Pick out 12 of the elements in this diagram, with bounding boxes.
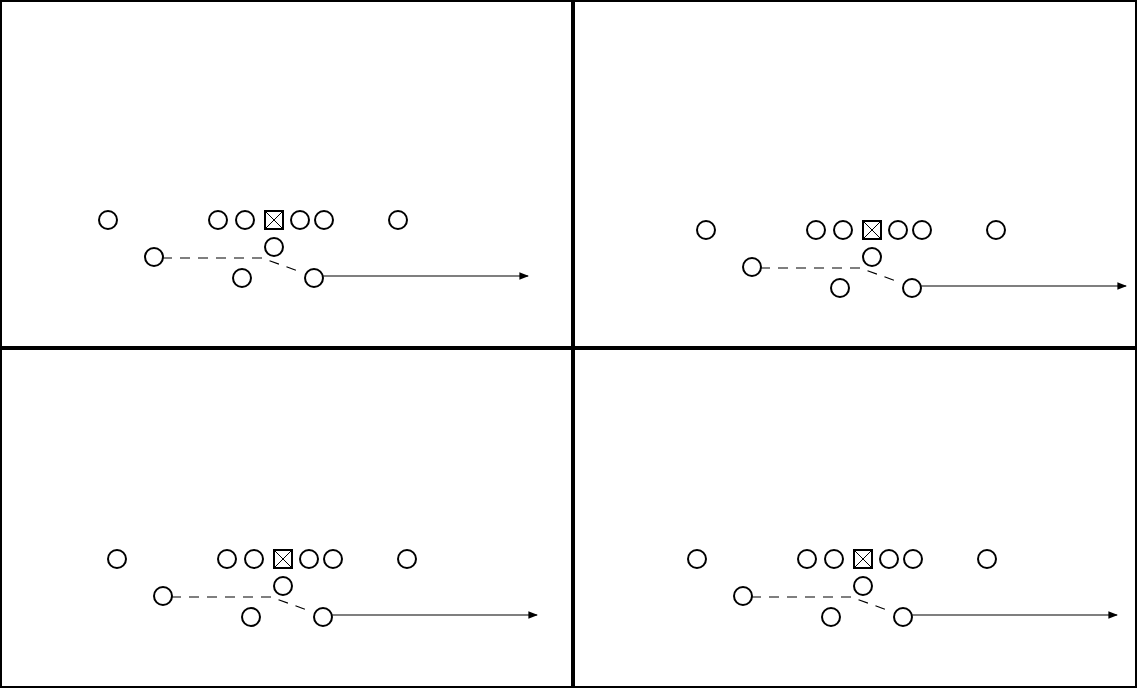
route-arrow: [321, 272, 529, 280]
route-arrow: [330, 611, 538, 619]
center-square: [273, 549, 293, 569]
center-square: [853, 549, 873, 569]
route-arrow: [919, 282, 1127, 290]
play-panel: [573, 0, 1137, 348]
play-panel: [0, 0, 573, 348]
play-panel: [573, 348, 1137, 688]
play-panel: [0, 348, 573, 688]
center-square: [264, 210, 284, 230]
center-square: [862, 220, 882, 240]
route-arrow: [910, 611, 1118, 619]
